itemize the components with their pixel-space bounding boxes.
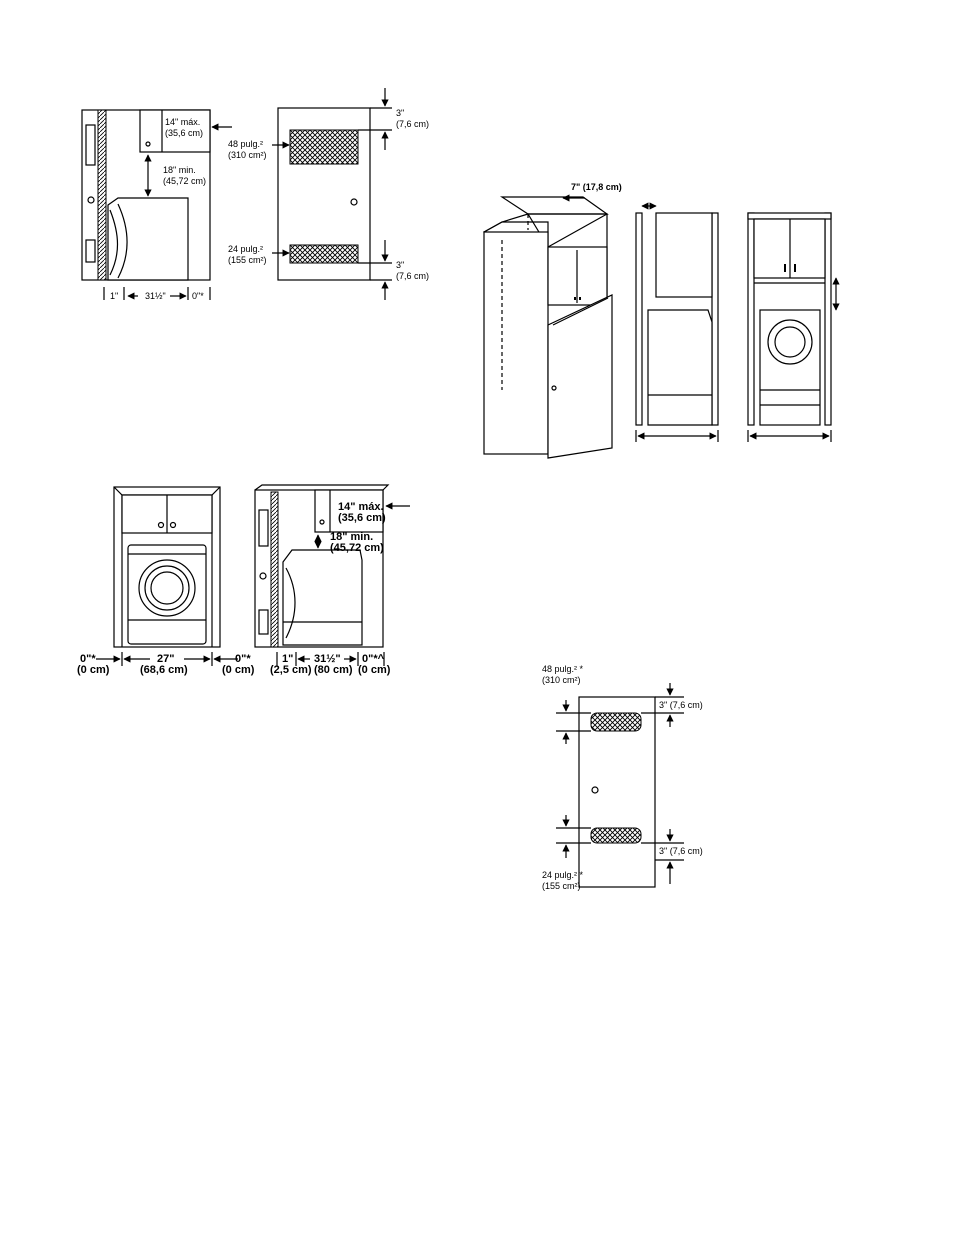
figure-closet-cabinet: 7" (17,8 cm) — [482, 182, 840, 459]
side-vert-gap-cm-label: (45,72 cm) — [330, 542, 384, 554]
bottom-margin-cm-label: (7,6 cm) — [396, 271, 429, 281]
upper-cabinet — [139, 109, 211, 153]
dim-left-label: 1" — [110, 291, 118, 301]
faucet-icon — [87, 196, 95, 204]
upper-vent-cm-label: (310 cm²) — [228, 150, 267, 160]
side-dim-mid-cm-label: (80 cm) — [314, 664, 353, 676]
figure-alcove-front-view: 0"* (0 cm) 27" (68,6 cm) 0"* (0 cm) — [77, 486, 255, 676]
right-gap-cm-label: (0 cm) — [222, 664, 255, 676]
closet-side-wall — [483, 231, 549, 455]
figure-closet-door-vents: 48 pulg.² * (310 cm²) 3" (7,6 cm) 3" (7,… — [542, 664, 703, 891]
dim-right-label: 0"* — [192, 291, 204, 301]
front-view-wall-left — [747, 212, 755, 426]
alcove-washer — [127, 544, 207, 645]
open-door-left — [547, 294, 613, 459]
side-dim-right-cm-label: (0 cm) — [358, 664, 391, 676]
top-gap-cm-label: (35,6 cm) — [165, 128, 203, 138]
closet-upper-vent-label: 48 pulg.² * — [542, 664, 584, 674]
lower-vent — [289, 244, 359, 264]
upper-vent — [289, 129, 359, 165]
rear-wall-hatch — [97, 109, 107, 281]
drain-box — [85, 239, 96, 263]
left-gap-cm-label: (0 cm) — [77, 664, 110, 676]
figure-recess-side-view: 14" máx. (35,6 cm) 18" min. (45,72 cm) 1… — [81, 109, 232, 301]
side-view-washer — [647, 309, 713, 426]
top-dim-label: 7" (17,8 cm) — [571, 182, 622, 192]
alcove-side-cabinet — [314, 489, 384, 533]
top-margin-label: 3" — [396, 108, 404, 118]
outlet-box — [85, 124, 96, 166]
width-label: 27" — [157, 653, 174, 665]
closet-door-knob-icon — [591, 786, 599, 794]
lower-vent-area-label: 24 pulg.² — [228, 244, 263, 254]
vertical-gap-label: 18" min. — [163, 165, 196, 175]
side-top-gap-cm-label: (35,6 cm) — [338, 512, 386, 524]
side-dim-left-cm-label: (2,5 cm) — [270, 664, 312, 676]
closet-bottom-margin-label: 3" (7,6 cm) — [659, 846, 703, 856]
closet-upper-vent — [590, 712, 642, 732]
closet-lower-vent — [590, 827, 642, 844]
top-gap-label: 14" máx. — [165, 117, 200, 127]
bottom-margin-label: 3" — [396, 260, 404, 270]
alcove-wall-hatch — [270, 491, 279, 648]
cabinet-knob-icon — [145, 141, 151, 147]
width-cm-label: (68,6 cm) — [140, 664, 188, 676]
side-dim-mid-label: 31½" — [314, 653, 341, 665]
dim-mid-label: 31½" — [145, 291, 166, 301]
vertical-gap-cm-label: (45,72 cm) — [163, 176, 206, 186]
washer-side — [107, 197, 189, 281]
side-view-cabinet — [655, 212, 713, 298]
closet-lower-vent-label: 24 pulg.² * — [542, 870, 584, 880]
side-vert-gap-label: 18" min. — [330, 531, 373, 543]
front-view-washer — [759, 309, 821, 426]
side-view-wall — [635, 212, 643, 426]
upper-vent-area-label: 48 pulg.² — [228, 139, 263, 149]
figure-louvered-door: 3" (7,6 cm) 48 pulg.² (310 cm²) 24 pulg.… — [228, 88, 429, 300]
closet-upper-vent-cm-label: (310 cm²) — [542, 675, 581, 685]
door-knob-icon — [350, 198, 358, 206]
lower-vent-cm-label: (155 cm²) — [228, 255, 267, 265]
side-dim-left-label: 1" — [282, 653, 293, 665]
figure-alcove-side-view: 14" máx. (35,6 cm) 18" min. (45,72 cm) 1… — [254, 484, 410, 676]
side-dim-right-label: 0"*^ — [362, 653, 385, 665]
closet-lower-vent-cm-label: (155 cm²) — [542, 881, 581, 891]
right-gap-label: 0"* — [235, 653, 251, 665]
top-margin-cm-label: (7,6 cm) — [396, 119, 429, 129]
alcove-side-washer — [282, 549, 363, 646]
closet-top-margin-label: 3" (7,6 cm) — [659, 700, 703, 710]
left-gap-label: 0"* — [80, 653, 96, 665]
side-top-gap-label: 14" máx. — [338, 501, 384, 513]
